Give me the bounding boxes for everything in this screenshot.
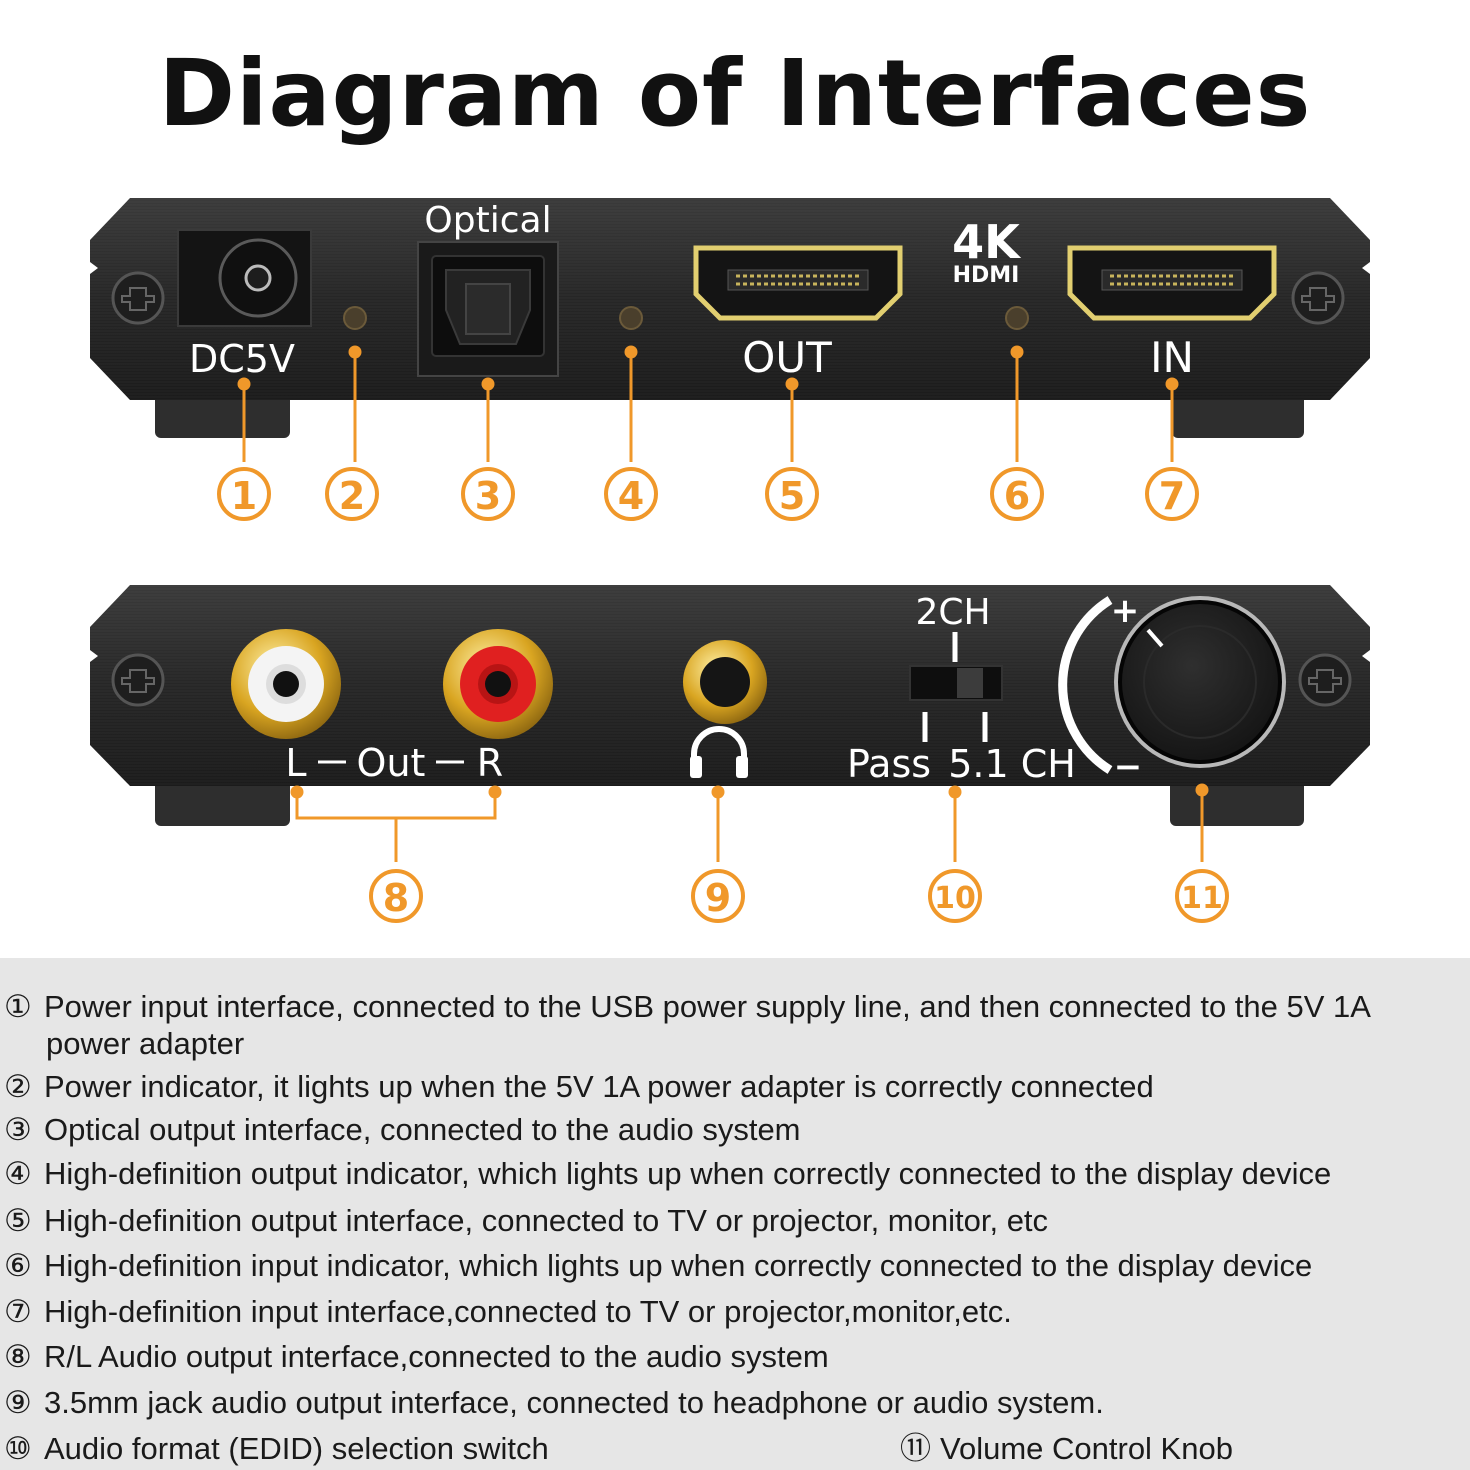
svg-text:6: 6 xyxy=(1004,474,1030,518)
legend-text: Power input interface, connected to the … xyxy=(44,989,1371,1024)
switch-51ch-label: 5.1 CH xyxy=(948,742,1076,786)
switch-pass-label: Pass xyxy=(847,742,931,786)
hd-output-indicator-led xyxy=(619,306,643,330)
top-callouts: 1 2 3 4 5 6 7 xyxy=(217,467,1199,521)
legend-item: ⑩ Audio format (EDID) selection switch xyxy=(4,1430,549,1467)
legend-text: Optical output interface, connected to t… xyxy=(44,1112,801,1147)
legend-item: ⑨ 3.5mm jack audio output interface, conn… xyxy=(4,1384,1104,1421)
bottom-callout-lines xyxy=(290,783,1209,862)
switch-2ch-label: 2CH xyxy=(915,592,990,633)
svg-text:10: 10 xyxy=(934,881,976,916)
volume-plus-label: + xyxy=(1111,591,1140,631)
legend-text-continued: power adapter xyxy=(46,1026,245,1061)
legend-text: Power indicator, it lights up when the 5… xyxy=(44,1069,1154,1104)
hd-input-indicator-led xyxy=(1005,306,1029,330)
legend-text: Audio format (EDID) selection switch xyxy=(44,1431,549,1466)
legend-item: ⑤ High-definition output interface, conne… xyxy=(4,1202,1048,1239)
legend-item: ③ Optical output interface, connected to … xyxy=(4,1111,801,1148)
hdmi-in-port[interactable] xyxy=(1067,245,1277,321)
callout-8: 8 xyxy=(369,869,423,923)
legend-number: ③ xyxy=(4,1112,32,1147)
callout-7: 7 xyxy=(1145,467,1199,521)
legend-number: ② xyxy=(4,1069,32,1104)
bottom-callouts: 8 9 10 11 xyxy=(369,869,1229,923)
svg-text:4: 4 xyxy=(618,474,644,518)
callout-3: 3 xyxy=(461,467,515,521)
headphone-jack-port[interactable] xyxy=(683,640,767,724)
svg-text:2: 2 xyxy=(339,474,365,518)
legend-item: ① Power input interface, connected to the… xyxy=(4,988,1371,1025)
rca-l-label: L xyxy=(285,741,306,785)
legend-item: ④ High-definition output indicator, which… xyxy=(4,1155,1331,1192)
screw-icon xyxy=(1298,653,1352,707)
legend-text: High-definition output indicator, which … xyxy=(44,1156,1332,1191)
legend-text: High-definition output interface, connec… xyxy=(44,1203,1049,1238)
headphones-icon xyxy=(690,726,748,778)
badge-4k: 4K xyxy=(952,215,1022,269)
interfaces-diagram: DC5V Optical OUT 4K HDMI xyxy=(90,198,1370,923)
legend-number: ⑧ xyxy=(4,1339,32,1374)
svg-text:5: 5 xyxy=(779,474,805,518)
callout-1: 1 xyxy=(217,467,271,521)
dc5v-label: DC5V xyxy=(189,337,295,381)
optical-label: Optical xyxy=(424,200,551,241)
legend-text: High-definition input indicator, which l… xyxy=(44,1248,1313,1283)
callout-9: 9 xyxy=(691,869,745,923)
callout-10: 10 xyxy=(928,869,982,923)
rca-out-label: Out xyxy=(357,741,426,785)
optical-port[interactable] xyxy=(417,241,559,377)
legend-number: ① xyxy=(4,989,32,1024)
hdmi-out-port[interactable] xyxy=(693,245,903,321)
svg-text:3: 3 xyxy=(475,474,501,518)
rca-right-port[interactable] xyxy=(443,629,553,739)
top-callout-lines xyxy=(237,345,1179,462)
callout-2: 2 xyxy=(325,467,379,521)
legend-text: 3.5mm jack audio output interface, conne… xyxy=(44,1385,1104,1420)
volume-knob[interactable] xyxy=(1114,596,1286,768)
legend-text: R/L Audio output interface,connected to … xyxy=(44,1339,829,1374)
hdmi-out-label: OUT xyxy=(742,333,832,382)
dc-power-jack[interactable] xyxy=(177,229,312,327)
legend-panel: ① Power input interface, connected to the… xyxy=(0,958,1470,1470)
page-title: Diagram of Interfaces xyxy=(158,40,1312,147)
legend-number: ⑦ xyxy=(4,1294,32,1329)
callout-6: 6 xyxy=(990,467,1044,521)
legend-text: Volume Control Knob xyxy=(940,1431,1233,1466)
legend-item: ⑧ R/L Audio output interface,connected to… xyxy=(4,1338,829,1375)
screw-icon xyxy=(111,653,165,707)
rca-r-label: R xyxy=(477,741,503,785)
svg-text:11: 11 xyxy=(1181,881,1223,916)
legend-number: ⑥ xyxy=(4,1248,32,1283)
screw-icon xyxy=(111,271,165,325)
legend-number: ④ xyxy=(4,1156,32,1191)
legend-item: ② Power indicator, it lights up when the … xyxy=(4,1068,1154,1105)
svg-text:8: 8 xyxy=(383,876,409,920)
power-indicator-led xyxy=(343,306,367,330)
edid-selector-switch[interactable] xyxy=(909,665,1003,701)
legend-number: ⑩ xyxy=(4,1431,32,1466)
top-panel: DC5V Optical OUT 4K HDMI xyxy=(90,198,1370,438)
badge-hdmi: HDMI xyxy=(953,263,1020,288)
legend-number: ⑨ xyxy=(4,1385,32,1420)
legend-item: ⑪ Volume Control Knob xyxy=(900,1430,1233,1467)
legend-number: ⑤ xyxy=(4,1203,32,1238)
bottom-panel: L Out R 2CH Pass 5.1 CH + − xyxy=(90,585,1370,826)
screw-icon xyxy=(1291,271,1345,325)
svg-text:7: 7 xyxy=(1159,474,1185,518)
svg-text:9: 9 xyxy=(705,876,731,920)
legend-text: High-definition input interface,connecte… xyxy=(44,1294,1012,1329)
svg-text:1: 1 xyxy=(231,474,257,518)
rca-left-port[interactable] xyxy=(231,629,341,739)
hdmi-in-label: IN xyxy=(1150,333,1194,382)
legend-item: ⑦ High-definition input interface,connect… xyxy=(4,1293,1012,1330)
callout-11: 11 xyxy=(1175,869,1229,923)
legend-number: ⑪ xyxy=(900,1431,931,1466)
volume-arc xyxy=(1058,596,1113,774)
legend-item: ⑥ High-definition input indicator, which … xyxy=(4,1247,1312,1284)
volume-minus-label: − xyxy=(1114,747,1143,787)
callout-5: 5 xyxy=(765,467,819,521)
callout-4: 4 xyxy=(604,467,658,521)
